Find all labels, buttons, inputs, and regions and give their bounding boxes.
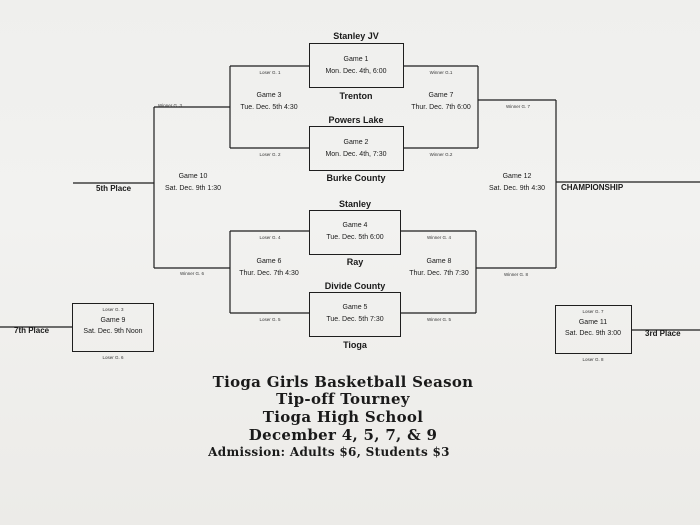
game-9-name: Game 9 bbox=[100, 317, 126, 324]
team-powers-lake: Powers Lake bbox=[328, 115, 384, 125]
game-2-name: Game 2 bbox=[343, 139, 369, 146]
game-12-name: Game 12 bbox=[502, 173, 532, 180]
team-ray: Ray bbox=[346, 257, 364, 267]
game-1-time: Mon. Dec. 4th, 6:00 bbox=[325, 68, 387, 75]
game-11-time: Sat. Dec. 9th 3:00 bbox=[564, 330, 622, 337]
game-11-box bbox=[555, 305, 632, 354]
game-7-time: Thur. Dec. 7th 6:00 bbox=[411, 104, 471, 111]
game-8-name: Game 8 bbox=[426, 258, 452, 265]
game-5-name: Game 5 bbox=[342, 304, 368, 311]
game-5-box bbox=[309, 292, 401, 337]
game-10-name: Game 10 bbox=[178, 173, 208, 180]
tourney-dates: December 4, 5, 7, & 9 bbox=[248, 426, 438, 444]
loser-g8-label: Loser G. 8 bbox=[582, 357, 604, 362]
loser-g5-label: Loser G. 5 bbox=[259, 317, 281, 322]
game-4-time: Tue. Dec. 5th 6:00 bbox=[326, 234, 384, 241]
winner-g5-label: Winner G. 5 bbox=[426, 317, 452, 322]
third-place-label: 3rd Place bbox=[645, 329, 681, 338]
tourney-title-line3: Tioga High School bbox=[262, 408, 424, 426]
loser-g2-label: Loser G. 2 bbox=[259, 152, 281, 157]
game-3-name: Game 3 bbox=[256, 92, 282, 99]
winner-g7-label: Winner G. 7 bbox=[505, 104, 531, 109]
tourney-title-line2: Tip-off Tourney bbox=[276, 390, 410, 408]
loser-g7-label: Loser G. 7 bbox=[582, 309, 604, 314]
fifth-place-label: 5th Place bbox=[96, 184, 132, 193]
game-6-name: Game 6 bbox=[256, 258, 282, 265]
championship-label: CHAMPIONSHIP bbox=[561, 183, 624, 192]
loser-g3-label: Loser G. 3 bbox=[102, 307, 124, 312]
game-9-box bbox=[72, 303, 154, 352]
game-11-name: Game 11 bbox=[578, 319, 608, 326]
winner-g2-label: Winner G.2 bbox=[429, 152, 453, 157]
game-8-time: Thur. Dec. 7th 7:30 bbox=[409, 270, 469, 277]
game-6-time: Thur. Dec. 7th 4:30 bbox=[239, 270, 299, 277]
admission-line: Admission: Adults $6, Students $3 bbox=[208, 445, 450, 459]
tourney-title-line1: Tioga Girls Basketball Season bbox=[212, 373, 474, 391]
game-2-time: Mon. Dec. 4th, 7:30 bbox=[325, 151, 387, 158]
winner-g8-label: Winner G. 8 bbox=[503, 272, 529, 277]
game-9-time: Sat. Dec. 9th Noon bbox=[83, 328, 143, 335]
game-1-name: Game 1 bbox=[343, 56, 369, 63]
game-12-time: Sat. Dec. 9th 4:30 bbox=[488, 185, 546, 192]
game-1-box bbox=[309, 43, 404, 88]
winner-g1-label: Winner G.1 bbox=[429, 70, 453, 75]
winner-g4-label: Winner G. 4 bbox=[426, 235, 452, 240]
seventh-place-label: 7th Place bbox=[14, 326, 50, 335]
team-tioga: Tioga bbox=[343, 340, 367, 350]
game-4-name: Game 4 bbox=[342, 222, 368, 229]
team-stanley: Stanley bbox=[338, 199, 372, 209]
game-4-box bbox=[309, 210, 401, 255]
team-trenton: Trenton bbox=[339, 91, 373, 101]
game-10-time: Sat. Dec. 9th 1:30 bbox=[164, 185, 222, 192]
team-burke-county: Burke County bbox=[326, 173, 386, 183]
loser-g1-label: Loser G. 1 bbox=[259, 70, 281, 75]
loser-g4-label: Loser G. 4 bbox=[259, 235, 281, 240]
winner-g6-label: Winner G. 6 bbox=[179, 271, 205, 276]
game-7-name: Game 7 bbox=[428, 92, 454, 99]
team-divide-county: Divide County bbox=[324, 281, 386, 291]
team-stanley-jv: Stanley JV bbox=[333, 31, 379, 41]
game-5-time: Tue. Dec. 5th 7:30 bbox=[326, 316, 384, 323]
loser-g6-label: Loser G. 6 bbox=[102, 355, 124, 360]
game-3-time: Tue. Dec. 5th 4:30 bbox=[240, 104, 298, 111]
winner-g3-label: Winner G. 3 bbox=[157, 103, 183, 108]
game-2-box bbox=[309, 126, 404, 171]
